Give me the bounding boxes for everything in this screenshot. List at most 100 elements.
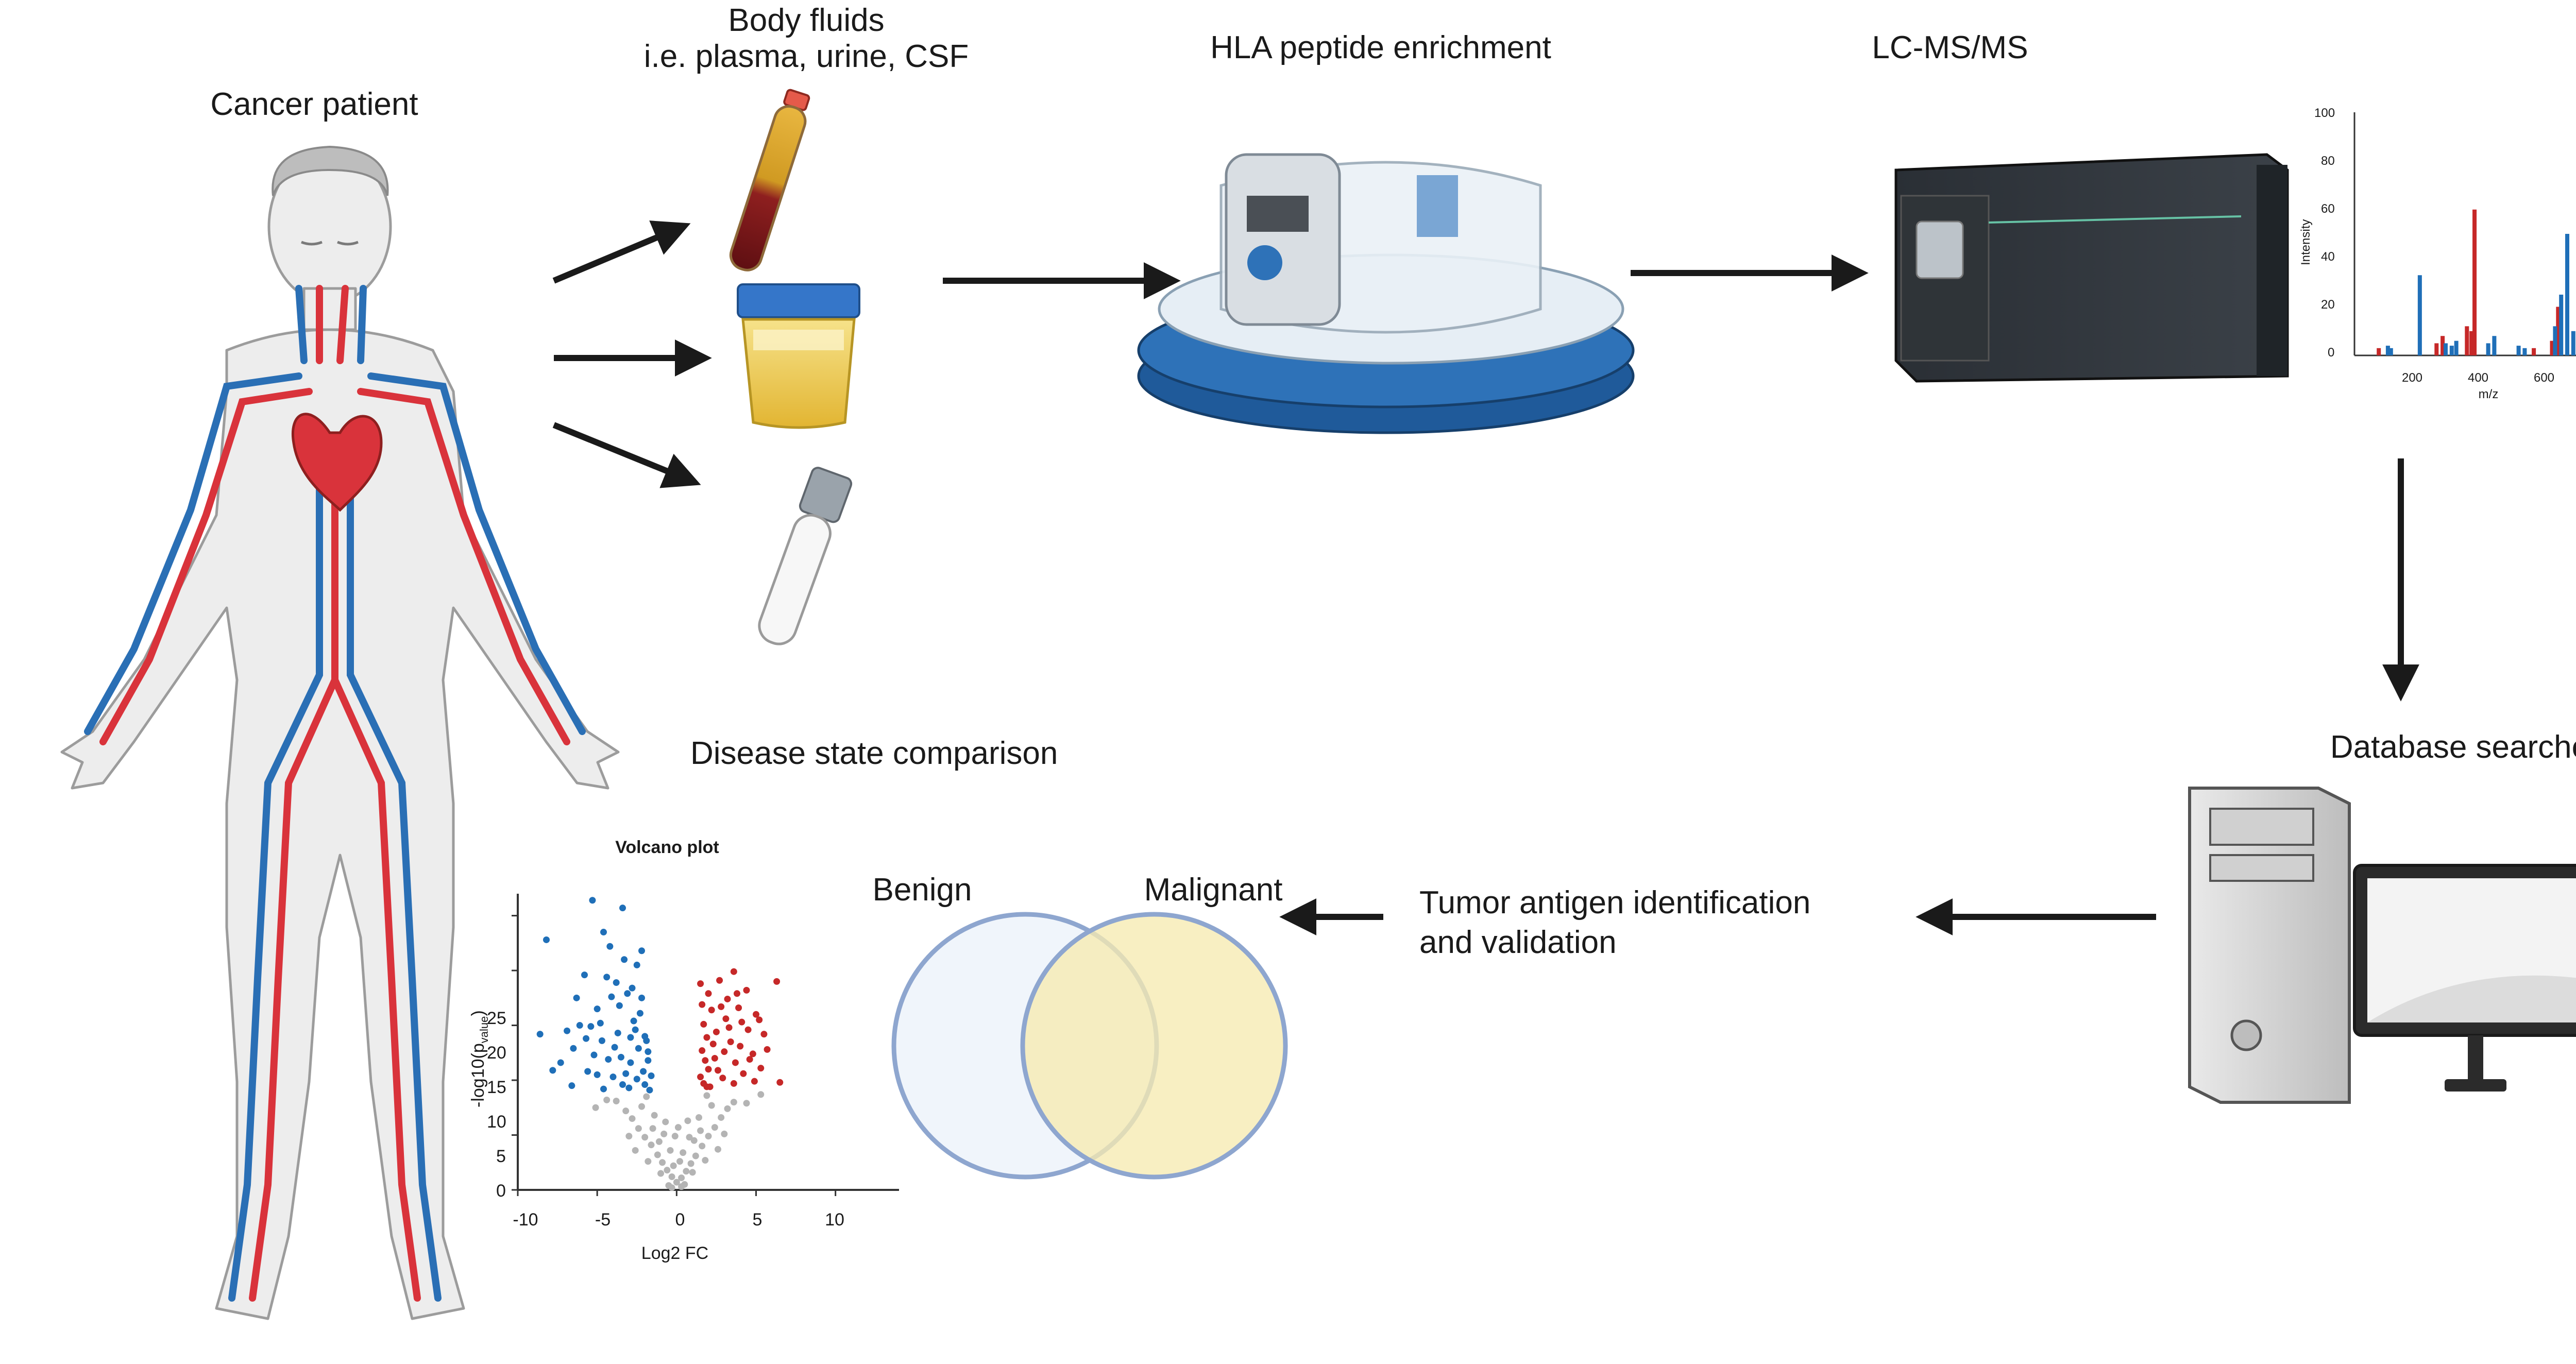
volcano-point — [711, 1124, 718, 1131]
volcano-point — [662, 1118, 669, 1126]
mass-spectrum-chart — [2353, 112, 2576, 356]
volcano-point — [721, 1130, 728, 1137]
volcano-point — [549, 1067, 556, 1074]
volcano-point — [699, 1001, 706, 1008]
volcano-point — [740, 1070, 747, 1077]
volcano-point — [700, 1020, 707, 1028]
venn-benign-label: Benign — [872, 872, 972, 908]
volcano-point — [645, 1158, 652, 1165]
volcano-point — [603, 974, 611, 981]
volcano-point — [670, 1162, 677, 1169]
flow-arrows — [552, 220, 2419, 935]
volcano-ytick: 10 — [487, 1112, 506, 1132]
volcano-point — [594, 1071, 601, 1078]
spectrum-peak — [2449, 346, 2454, 355]
volcano-point — [692, 1152, 699, 1160]
body-fluids-title: Body fluids — [728, 3, 885, 38]
volcano-point — [627, 1034, 634, 1041]
spectrum-peak — [2486, 343, 2490, 355]
volcano-point — [633, 961, 640, 968]
spectrum-peak — [2553, 326, 2557, 355]
volcano-plot — [512, 894, 899, 1196]
volcano-xtick: 5 — [752, 1210, 762, 1230]
volcano-point — [581, 971, 588, 979]
volcano-point — [625, 1084, 633, 1092]
volcano-point — [648, 1072, 655, 1080]
volcano-point — [718, 1003, 725, 1010]
spectrum-peak — [2441, 336, 2445, 355]
csf-tube-icon — [758, 467, 853, 645]
volcano-point — [613, 1098, 620, 1104]
spectrum-peak — [2522, 348, 2527, 355]
volcano-point — [622, 1107, 630, 1115]
volcano-point — [696, 1114, 702, 1121]
spectrum-xtick: 400 — [2467, 371, 2489, 385]
volcano-xtick: -5 — [595, 1210, 611, 1230]
volcano-point — [686, 1134, 693, 1141]
spectrum-peak — [2550, 340, 2554, 355]
volcano-point — [564, 1027, 571, 1034]
tumor-label-line1: Tumor antigen identification — [1419, 885, 1811, 920]
volcano-point — [600, 1085, 607, 1093]
volcano-point — [640, 1068, 647, 1075]
enrichment-label: HLA peptide enrichment — [1210, 30, 1551, 65]
spectrum-ytick: 0 — [2328, 346, 2335, 360]
volcano-point — [678, 1183, 685, 1190]
volcano-point — [708, 1102, 715, 1109]
volcano-point — [609, 1073, 617, 1081]
volcano-point — [709, 1041, 717, 1048]
volcano-point — [705, 1133, 712, 1140]
volcano-point — [594, 1005, 601, 1013]
spectrum-ytick: 80 — [2321, 154, 2335, 168]
volcano-point — [678, 1174, 685, 1182]
volcano-point — [635, 1125, 642, 1132]
volcano-point — [630, 1017, 637, 1025]
volcano-point — [632, 1026, 639, 1033]
volcano-point — [619, 1081, 626, 1088]
spectrum-peak — [2472, 209, 2477, 355]
spectrum-peak — [2417, 275, 2422, 355]
volcano-point — [668, 1184, 675, 1191]
spectrum-peak — [2388, 348, 2393, 355]
blood-tube-icon — [729, 89, 810, 271]
volcano-point — [773, 978, 781, 985]
spectrum-ytick: 20 — [2321, 298, 2335, 312]
volcano-point — [576, 1022, 583, 1029]
lcms-label: LC-MS/MS — [1872, 30, 2028, 65]
volcano-point — [654, 1151, 661, 1158]
volcano-point — [744, 1026, 752, 1033]
volcano-point — [764, 1046, 771, 1053]
volcano-point — [732, 1059, 739, 1066]
volcano-point — [708, 1007, 715, 1014]
volcano-point — [699, 1047, 706, 1054]
volcano-point — [721, 1048, 728, 1055]
volcano-point — [613, 979, 620, 986]
database-label: Database searches — [2330, 729, 2576, 765]
volcano-point — [749, 1050, 756, 1058]
volcano-point — [697, 980, 704, 987]
volcano-point — [703, 1092, 710, 1099]
volcano-point — [673, 1179, 680, 1186]
volcano-point — [735, 1004, 742, 1011]
volcano-point — [724, 995, 731, 1002]
volcano-point — [687, 1160, 694, 1167]
volcano-point — [684, 1117, 691, 1124]
volcano-point — [641, 1033, 649, 1040]
volcano-point — [668, 1173, 675, 1180]
volcano-point — [608, 993, 615, 1000]
volcano-point — [636, 1010, 643, 1017]
spectrum-peak — [2377, 348, 2381, 355]
volcano-point — [751, 1078, 758, 1085]
volcano-point — [743, 1100, 750, 1107]
volcano-point — [627, 1059, 634, 1066]
volcano-point — [611, 1044, 618, 1051]
volcano-point — [746, 1056, 753, 1063]
volcano-point — [570, 1045, 577, 1052]
volcano-point — [643, 1093, 650, 1100]
mass-spectrometer — [1894, 153, 2289, 383]
volcano-ytick: 0 — [496, 1181, 506, 1201]
volcano-point — [776, 1079, 784, 1086]
volcano-point — [648, 1141, 655, 1149]
spectrum-peak — [2516, 346, 2521, 355]
